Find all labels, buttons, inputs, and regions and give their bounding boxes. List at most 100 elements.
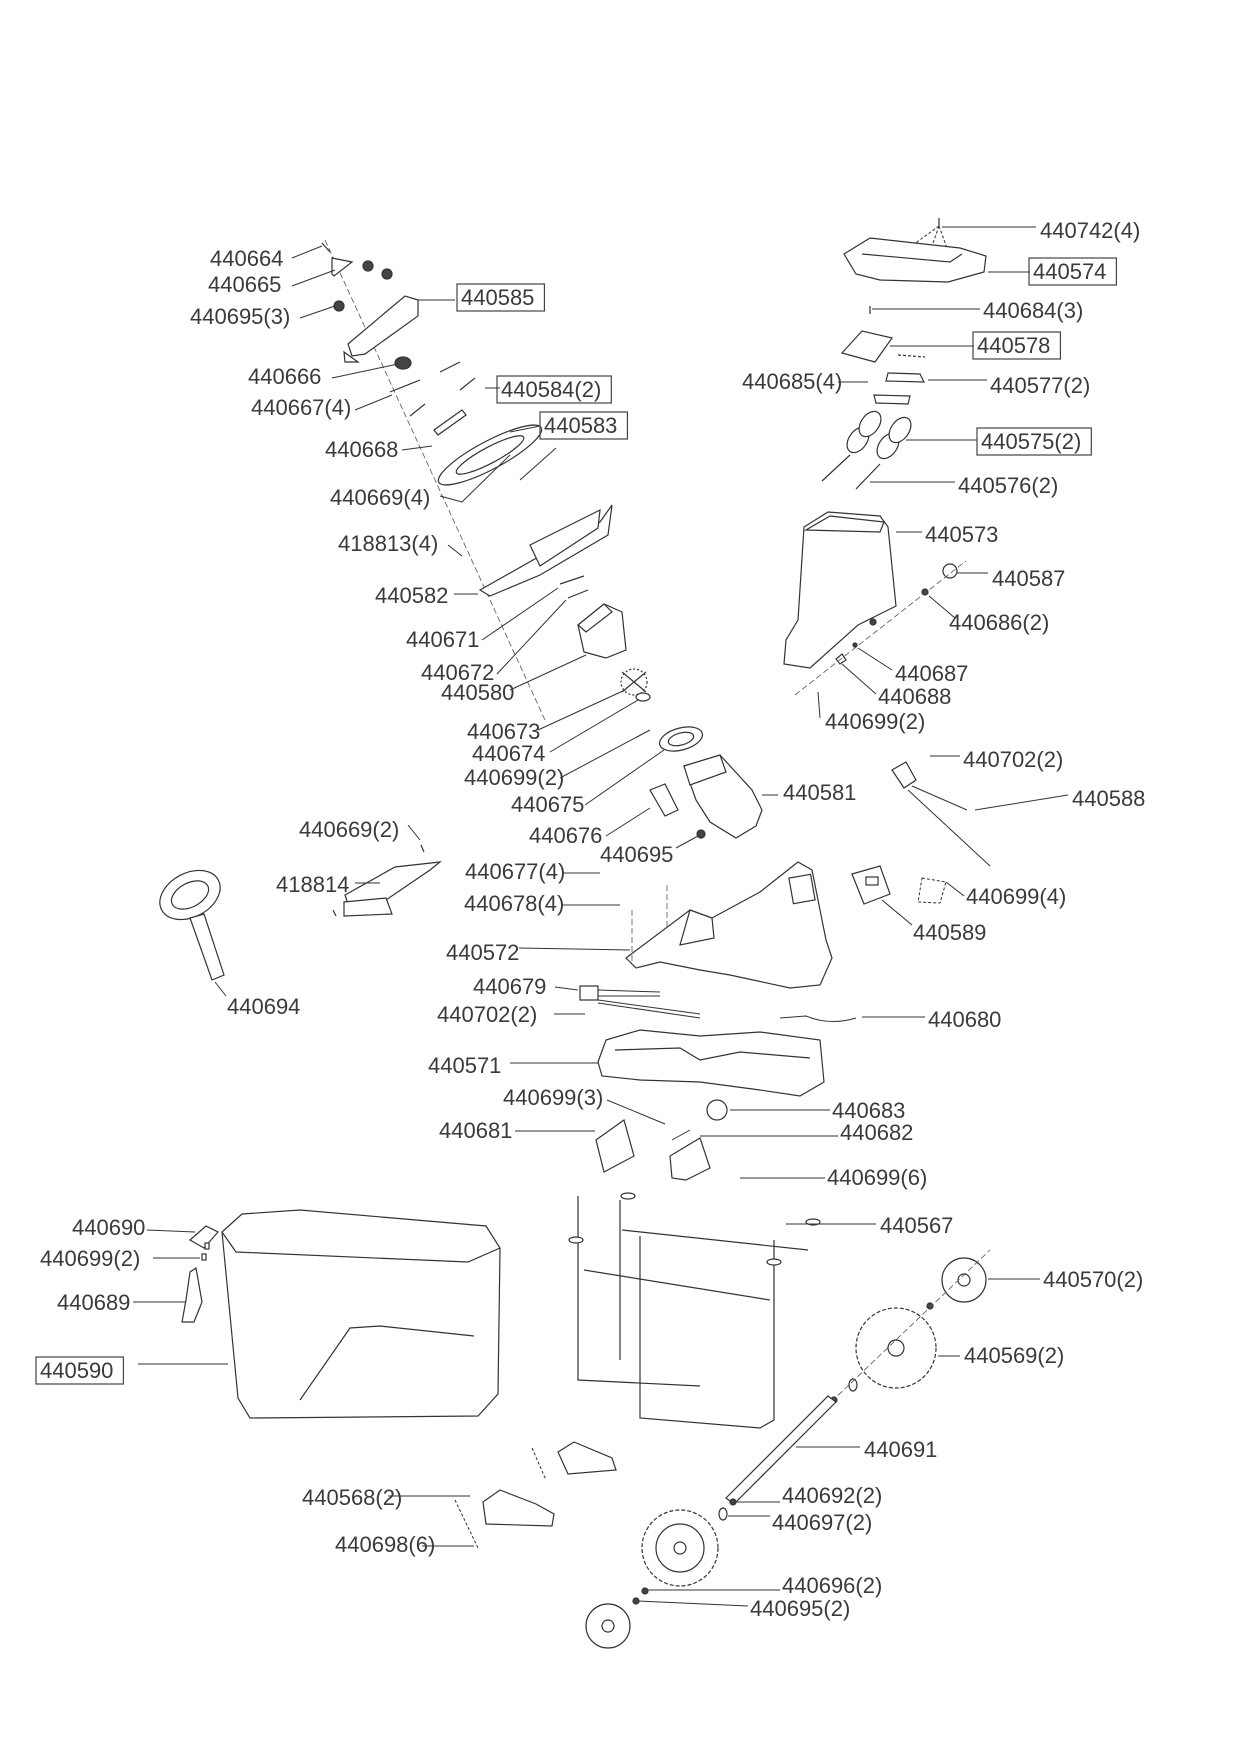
part-drawings (159, 218, 991, 1649)
leader-line-440695(3) (299, 305, 336, 319)
part-label-440577(2): 440577(2) (990, 373, 1090, 398)
part-label-440677(4): 440677(4) (465, 859, 565, 884)
part-label-440582: 440582 (375, 583, 448, 608)
leader-line-440686(2) (928, 595, 956, 619)
part-label-440573: 440573 (925, 522, 998, 547)
part-label-440680: 440680 (928, 1007, 1001, 1032)
part-label-440664: 440664 (210, 246, 283, 271)
part-label-440699(2): 440699(2) (464, 765, 564, 790)
leader-line-440671 (481, 587, 559, 641)
label-box-440585 (456, 283, 546, 312)
part-label-440667(4): 440667(4) (251, 395, 351, 420)
part-label-440685(4): 440685(4) (742, 369, 842, 394)
part-label-440697(2): 440697(2) (772, 1510, 872, 1535)
part-label-440681: 440681 (439, 1118, 512, 1143)
leader-line-440690 (146, 1229, 196, 1233)
part-label-440686(2): 440686(2) (949, 610, 1049, 635)
leader-line-418813(4) (447, 544, 463, 557)
part-label-440588: 440588 (1072, 786, 1145, 811)
label-box-440584(2) (496, 375, 612, 404)
leader-line-440699(3) (606, 1099, 666, 1125)
part-label-440699(6): 440699(6) (827, 1165, 927, 1190)
part-label-440687: 440687 (895, 661, 968, 686)
part-label-440702(2): 440702(2) (437, 1002, 537, 1027)
label-box-440575(2) (976, 427, 1092, 456)
part-label-418813(4): 418813(4) (338, 531, 438, 556)
part-label-440676: 440676 (529, 823, 602, 848)
part-label-440576(2): 440576(2) (958, 473, 1058, 498)
part-label-440742(4): 440742(4) (1040, 218, 1140, 243)
leader-line-440674 (549, 699, 639, 753)
part-label-440583: 440583 (544, 413, 617, 438)
part-label-440671: 440671 (406, 627, 479, 652)
part-label-440581: 440581 (783, 780, 856, 805)
leader-line-440695(2) (637, 1600, 749, 1607)
leader-line-440694 (214, 981, 227, 997)
part-label-440570(2): 440570(2) (1043, 1267, 1143, 1292)
leader-line-440666 (331, 363, 399, 379)
part-label-440584(2): 440584(2) (501, 377, 601, 402)
leader-line-440672 (496, 599, 567, 675)
part-label-440665: 440665 (208, 272, 281, 297)
leader-line-440688 (841, 663, 877, 695)
part-label-440585: 440585 (461, 285, 534, 310)
part-label-440694: 440694 (227, 994, 300, 1019)
part-label-440696(2): 440696(2) (782, 1573, 882, 1598)
label-box-440574 (1028, 257, 1118, 286)
part-label-440587: 440587 (992, 566, 1065, 591)
part-label-440702(2): 440702(2) (963, 747, 1063, 772)
leader-line-440699(2) (817, 691, 821, 719)
part-label-440678(4): 440678(4) (464, 891, 564, 916)
part-label-440683: 440683 (832, 1098, 905, 1123)
part-labels: 440664440665440695(3)440585440666440667(… (35, 218, 1145, 1621)
part-label-440666: 440666 (248, 364, 321, 389)
leader-line-440676 (605, 807, 651, 837)
part-label-440674: 440674 (472, 741, 545, 766)
part-label-440590: 440590 (40, 1358, 113, 1383)
leader-line-440664 (291, 245, 323, 259)
part-label-440589: 440589 (913, 920, 986, 945)
leader-line-440699(2) (559, 729, 651, 779)
part-label-440574: 440574 (1033, 259, 1106, 284)
part-label-440580: 440580 (441, 680, 514, 705)
part-label-418814: 418814 (276, 872, 349, 897)
part-label-440695(2): 440695(2) (750, 1596, 850, 1621)
leader-line-440675 (584, 749, 665, 806)
leader-line-440588 (974, 794, 1069, 811)
part-label-440690: 440690 (72, 1215, 145, 1240)
part-label-440569(2): 440569(2) (964, 1343, 1064, 1368)
part-label-440688: 440688 (878, 684, 951, 709)
part-label-440571: 440571 (428, 1053, 501, 1078)
part-label-440572: 440572 (446, 940, 519, 965)
leader-line-440589 (881, 899, 913, 926)
part-label-440575(2): 440575(2) (981, 429, 1081, 454)
label-box-440583 (539, 411, 629, 440)
leader-line-440572 (518, 947, 631, 951)
part-label-440672: 440672 (421, 660, 494, 685)
leader-line-440679 (554, 986, 579, 991)
leader-line-440673 (537, 689, 626, 731)
part-label-440689: 440689 (57, 1290, 130, 1315)
leader-lines (133, 226, 1069, 1607)
part-label-440675: 440675 (511, 792, 584, 817)
part-label-440699(3): 440699(3) (503, 1085, 603, 1110)
part-label-440699(2): 440699(2) (40, 1246, 140, 1271)
part-label-440698(6): 440698(6) (335, 1532, 435, 1557)
part-label-440682: 440682 (840, 1120, 913, 1145)
part-label-440679: 440679 (473, 974, 546, 999)
part-label-440692(2): 440692(2) (782, 1483, 882, 1508)
part-label-440669(2): 440669(2) (299, 817, 399, 842)
part-label-440673: 440673 (467, 719, 540, 744)
leader-line-440580 (509, 654, 587, 691)
part-label-440695: 440695 (600, 842, 673, 867)
part-label-440668: 440668 (325, 437, 398, 462)
part-label-440567: 440567 (880, 1213, 953, 1238)
part-label-440699(4): 440699(4) (966, 884, 1066, 909)
part-label-440699(2): 440699(2) (825, 709, 925, 734)
leader-line-440699(4) (945, 881, 965, 897)
part-label-440568(2): 440568(2) (302, 1485, 402, 1510)
part-label-440684(3): 440684(3) (983, 298, 1083, 323)
part-label-440669(4): 440669(4) (330, 485, 430, 510)
leader-line-440665 (291, 269, 336, 287)
